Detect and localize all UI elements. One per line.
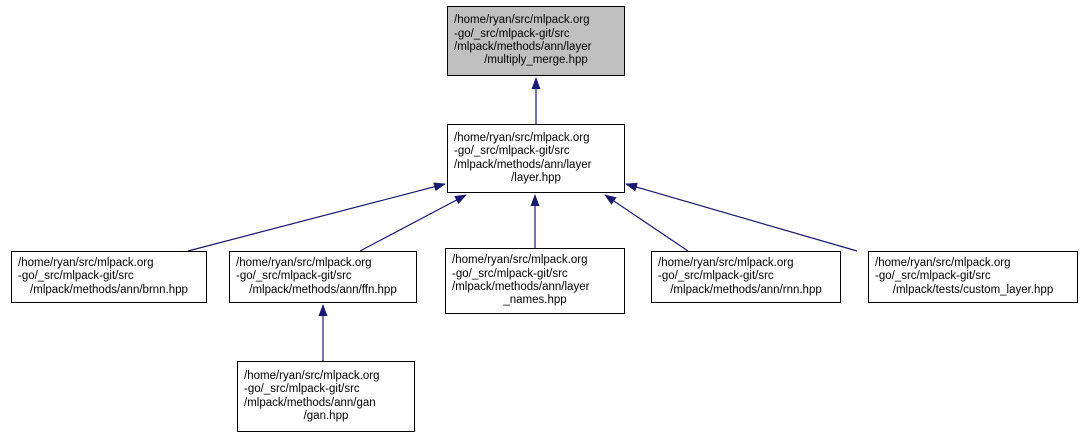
node-label-line: /mlpack/methods/ann/layer [454,41,592,53]
node-label-line: -go/_src/mlpack-git/src [452,267,568,280]
node-label-line: /home/ryan/src/mlpack.org [236,256,372,269]
node-label-line: -go/_src/mlpack-git/src [244,383,360,396]
node-label-line: /home/ryan/src/mlpack.org [454,14,590,27]
edge-ffn-hpp-to-layer-hpp [359,194,467,252]
node-label-line: /mlpack/methods/ann/layer [452,281,590,293]
node-label-line: /mlpack/methods/ann/ffn.hpp [249,283,397,296]
node-label-line: /mlpack/methods/ann/rnn.hpp [670,283,822,296]
node-label-line: -go/_src/mlpack-git/src [236,270,352,283]
node-label-line: /home/ryan/src/mlpack.org [454,131,590,144]
graph-node-ffn-hpp[interactable]: /home/ryan/src/mlpack.org-go/_src/mlpack… [229,251,417,303]
graph-node-rnn-hpp[interactable]: /home/ryan/src/mlpack.org-go/_src/mlpack… [651,251,841,303]
node-label-line: /gan.hpp [303,409,349,422]
node-label-line: _names.hpp [503,294,567,307]
graph-node-custom-layer-hpp[interactable]: /home/ryan/src/mlpack.org-go/_src/mlpack… [868,251,1078,303]
graph-node-gan-hpp[interactable]: /home/ryan/src/mlpack.org-go/_src/mlpack… [237,361,415,432]
node-label-line: /home/ryan/src/mlpack.org [18,256,154,269]
node-label-line: /home/ryan/src/mlpack.org [658,256,794,269]
node-label-line: /mlpack/methods/ann/gan [244,396,376,409]
node-label-line: /layer.hpp [511,171,561,184]
node-label-line: -go/_src/mlpack-git/src [454,27,570,40]
node-label-line: -go/_src/mlpack-git/src [18,270,134,283]
node-label-line: /home/ryan/src/mlpack.org [875,256,1011,269]
node-label-line: /mlpack/methods/ann/brnn.hpp [30,283,188,296]
graph-node-brnn-hpp[interactable]: /home/ryan/src/mlpack.org-go/_src/mlpack… [11,251,207,303]
node-label-line: /mlpack/tests/custom_layer.hpp [892,283,1054,296]
graph-node-layer-names-hpp[interactable]: /home/ryan/src/mlpack.org-go/_src/mlpack… [445,248,625,314]
node-label-line: /multiply_merge.hpp [484,54,588,67]
node-label-line: -go/_src/mlpack-git/src [875,270,991,283]
graph-node-multiply-merge-hpp: /home/ryan/src/mlpack.org-go/_src/mlpack… [447,6,625,76]
node-label-line: /home/ryan/src/mlpack.org [244,369,380,382]
node-label-line: /mlpack/methods/ann/layer [454,158,592,171]
node-label-line: -go/_src/mlpack-git/src [658,270,774,283]
edge-rnn-hpp-to-layer-hpp [604,194,689,252]
graph-node-layer-hpp[interactable]: /home/ryan/src/mlpack.org-go/_src/mlpack… [447,124,625,193]
node-label-line: -go/_src/mlpack-git/src [454,145,570,158]
node-label-line: /home/ryan/src/mlpack.org [452,254,588,267]
edge-brnn-hpp-to-layer-hpp [187,182,446,252]
edge-custom-layer-hpp-to-layer-hpp [625,182,858,252]
